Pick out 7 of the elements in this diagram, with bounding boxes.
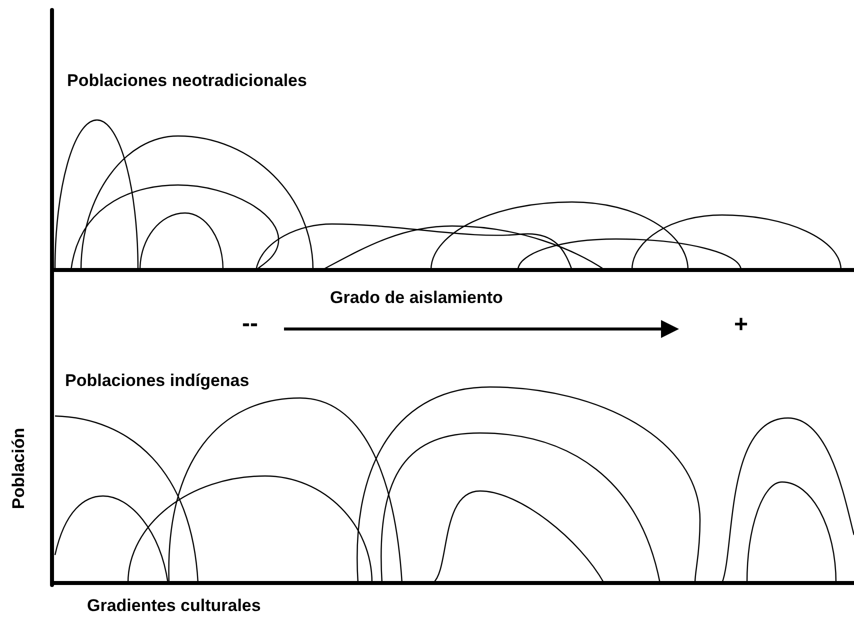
axis-label: -- <box>242 312 258 336</box>
axis-label: Población <box>10 428 28 510</box>
axis-label: Poblaciones neotradicionales <box>67 72 307 89</box>
axis-label: Gradientes culturales <box>87 597 261 614</box>
axis-label: Poblaciones indígenas <box>65 372 250 389</box>
axis-label: + <box>734 313 748 337</box>
axis-label: Grado de aislamiento <box>330 289 503 306</box>
